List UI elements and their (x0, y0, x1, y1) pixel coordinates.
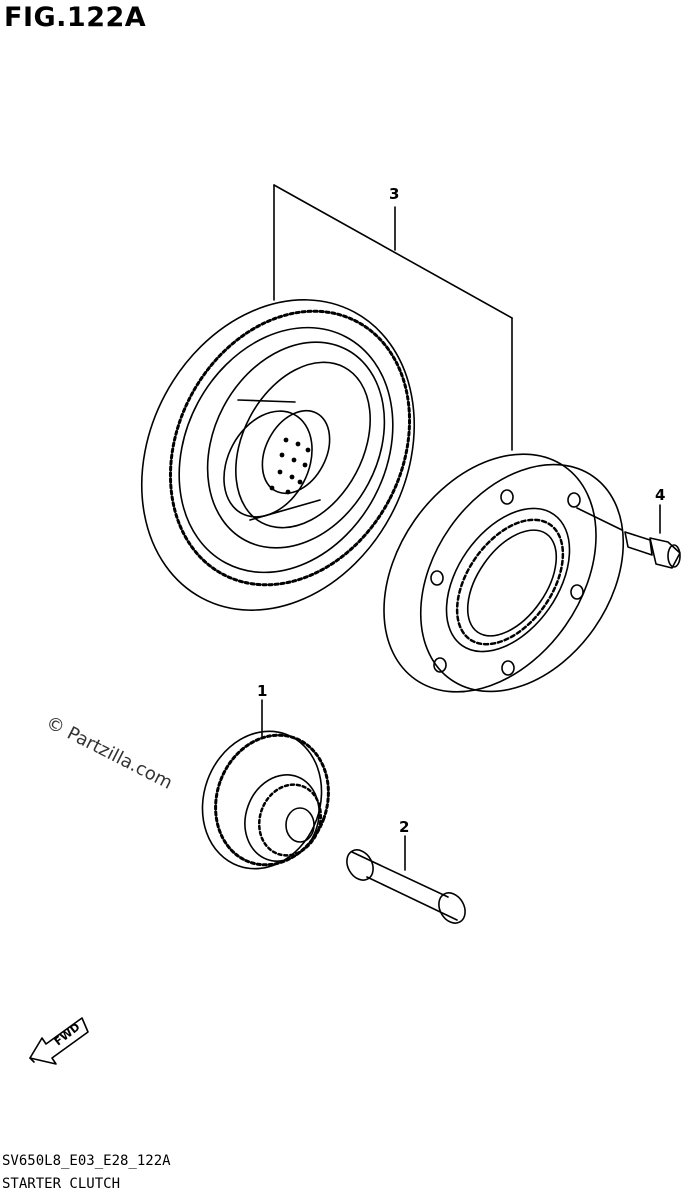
starter-idle-gear-icon (201, 699, 330, 870)
figure-title: FIG.122A (4, 2, 147, 33)
callout-3: 3 (389, 185, 399, 203)
figure-code: SV650L8_E03_E28_122A (2, 1153, 171, 1169)
ring-gear-icon (140, 299, 416, 611)
callout-3-bracket (273, 184, 513, 451)
figure-name: STARTER CLUTCH (2, 1176, 121, 1192)
callout-1: 1 (257, 682, 267, 700)
callout-2: 2 (399, 818, 409, 836)
one-way-clutch-icon (383, 453, 625, 693)
fwd-arrow-icon (29, 1017, 89, 1065)
clutch-bolt-icon (576, 504, 681, 569)
idle-gear-shaft-icon (346, 835, 466, 924)
callout-4: 4 (655, 486, 665, 504)
